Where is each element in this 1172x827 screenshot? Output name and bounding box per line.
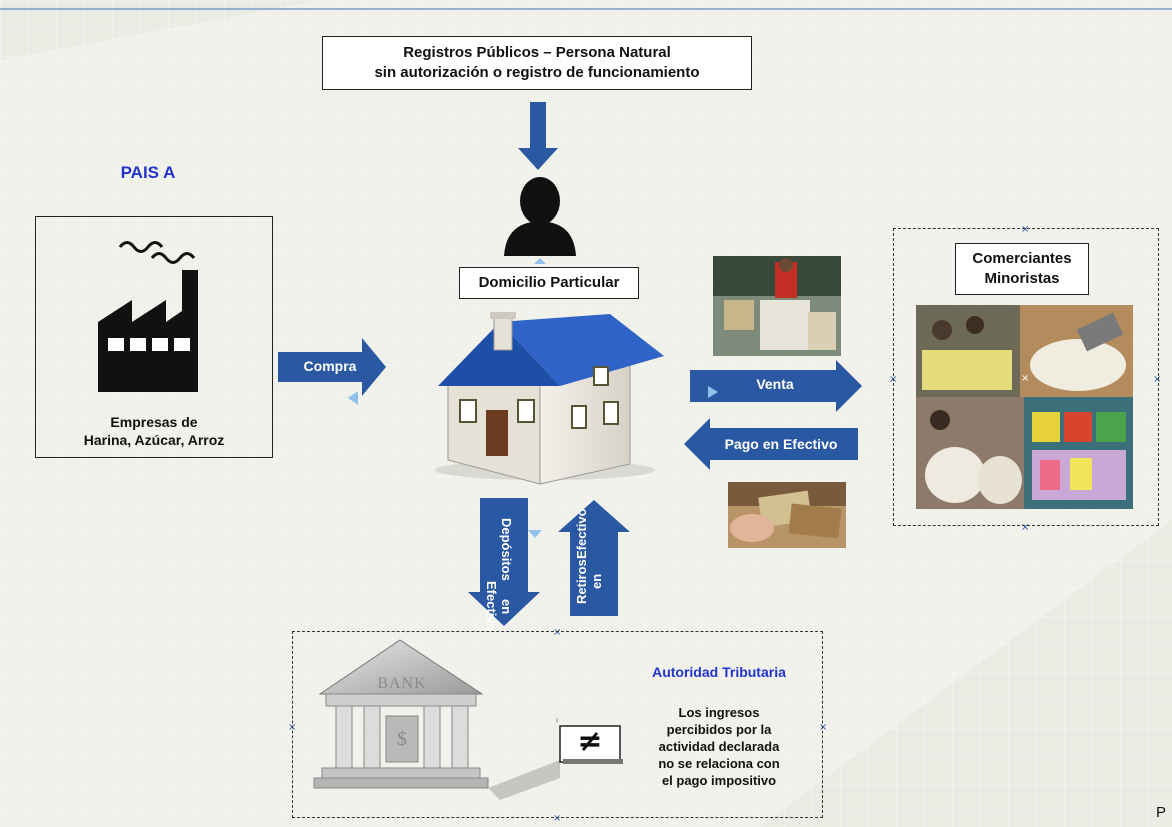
retiros-label: Retiros en Efectivo xyxy=(574,509,604,604)
market-photo xyxy=(713,256,841,356)
retailers-line1: Comerciantes xyxy=(972,250,1072,267)
retiros-line1: Retiros en xyxy=(574,559,604,604)
compra-arrow xyxy=(278,338,386,396)
svg-text:×: × xyxy=(1153,374,1161,385)
svg-text:×: × xyxy=(1021,373,1029,384)
pago-arrow xyxy=(684,418,858,470)
corner-text: P xyxy=(1156,804,1167,821)
svg-text:×: × xyxy=(819,722,827,733)
tax-line1: Los ingresos xyxy=(678,705,760,720)
venta-label: Venta xyxy=(756,376,794,392)
tax-line5: el pago impositivo xyxy=(661,773,777,788)
domicile-box: Domicilio Particular xyxy=(459,267,639,299)
retailers-box: Comerciantes Minoristas xyxy=(955,243,1089,295)
svg-text:×: × xyxy=(553,627,561,638)
domicile-label: Domicilio Particular xyxy=(478,274,620,291)
factory-line2: Harina, Azúcar, Arroz xyxy=(83,432,225,448)
factory-icon xyxy=(98,241,198,392)
retiros-arrow xyxy=(558,500,630,616)
compra-label: Compra xyxy=(303,358,357,374)
person-icon xyxy=(504,177,576,256)
depositos-label: Depósitos en Efectivo xyxy=(484,518,514,631)
down-arrow-registry xyxy=(518,102,558,170)
tax-line4: no se relaciona con xyxy=(658,756,780,771)
tax-text: Los ingresos percibidos por la actividad… xyxy=(634,704,804,789)
tax-line3: actividad declarada xyxy=(658,739,780,754)
bank-sign: BANK xyxy=(377,675,427,692)
registry-line2: sin autorización o registro de funcionam… xyxy=(374,64,700,81)
svg-text:×: × xyxy=(553,813,561,824)
country-label: PAIS A xyxy=(120,163,176,182)
bank-icon: $ xyxy=(313,639,560,800)
retiros-line2: Efectivo xyxy=(574,508,589,560)
factory-box: Empresas de Harina, Azúcar, Arroz xyxy=(35,216,273,458)
svg-text:×: × xyxy=(1021,522,1029,533)
tax-group xyxy=(292,631,823,818)
cash-photo xyxy=(728,482,846,548)
venta-arrow xyxy=(690,360,862,412)
depositos-arrow xyxy=(468,498,540,626)
not-equal-box xyxy=(559,725,623,764)
registry-box: Registros Públicos – Persona Natural sin… xyxy=(322,36,752,90)
depositos-line1: Depósitos xyxy=(499,518,514,581)
house-icon xyxy=(435,312,664,485)
svg-text:$: $ xyxy=(397,728,407,750)
retailers-photo xyxy=(916,305,1133,509)
not-equal-symbol: ≠ xyxy=(577,724,603,759)
tax-title: Autoridad Tributaria xyxy=(652,664,786,680)
tax-line2: percibidos por la xyxy=(666,722,772,737)
svg-text:ᴵ: ᴵ xyxy=(556,718,558,729)
svg-text:×: × xyxy=(1021,224,1029,235)
retailers-line2: Minoristas xyxy=(984,270,1060,287)
depositos-line2: en Efectivo xyxy=(484,580,514,632)
factory-line1: Empresas de xyxy=(110,414,198,430)
pago-label: Pago en Efectivo xyxy=(724,436,838,452)
retailers-group xyxy=(893,228,1159,526)
registry-line1: Registros Públicos – Persona Natural xyxy=(403,44,671,61)
